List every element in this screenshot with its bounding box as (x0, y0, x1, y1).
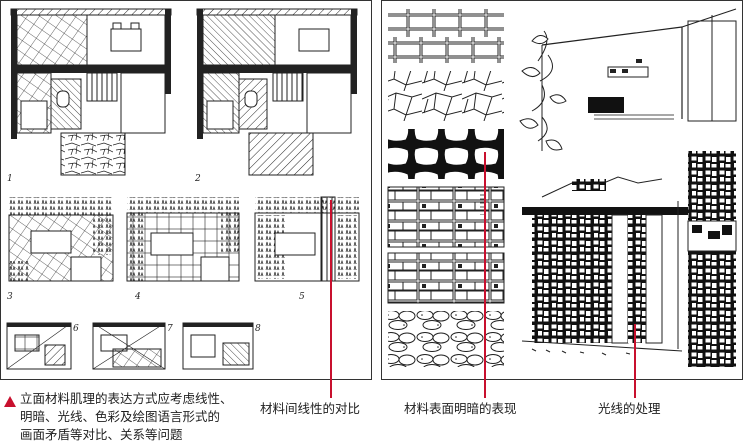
plan-4: 4 (126, 197, 240, 302)
plan-label: 5 (299, 292, 305, 302)
plan-label: 6 (73, 324, 79, 334)
caption-surface-shading: 材料表面明暗的表现 (404, 401, 517, 416)
plan-label: 1 (7, 174, 13, 184)
plan-label: 2 (194, 174, 201, 184)
main-caption-line: 立面材料肌理的表达方式应考虑线性、 (20, 391, 233, 406)
texture-coursed-stone (387, 252, 505, 304)
plan-1: 1 (7, 8, 172, 184)
floor-plan-drawings: 1 2 3 (6, 8, 360, 370)
red-triangle-icon (4, 396, 16, 407)
material-texture-drawings (387, 8, 737, 367)
leader-line-surface-shading (484, 152, 486, 398)
texture-ashlar (387, 186, 505, 248)
plans-panel: 1 2 3 (0, 0, 372, 380)
texture-mosaic-column (687, 151, 737, 367)
main-caption-line: 明暗、光线、色彩及绘图语言形式的 (20, 409, 221, 424)
plan-7: 7 (92, 322, 173, 370)
plan-5: 5 (254, 196, 360, 302)
texture-cobblestone (388, 129, 504, 179)
plan-label: 7 (167, 324, 173, 334)
plan-3: 3 (7, 197, 114, 302)
caption-light-treatment: 光线的处理 (598, 401, 661, 416)
plan-label: 8 (255, 324, 261, 334)
caption-line-contrast: 材料间线性的对比 (260, 401, 361, 416)
main-caption-line: 画面矛盾等对比、关系等问题 (20, 427, 183, 442)
texture-rubble (388, 311, 504, 367)
main-caption: 立面材料肌理的表达方式应考虑线性、 明暗、光线、色彩及绘图语言形式的 画面矛盾等… (20, 390, 233, 444)
plan-label: 3 (7, 292, 13, 302)
textures-panel (381, 0, 743, 380)
plan-8: 8 (182, 322, 261, 370)
interior-sketch-plant (519, 8, 737, 151)
plan-label: 4 (134, 292, 141, 302)
texture-brick (388, 9, 504, 63)
plan-2: 2 (194, 8, 358, 184)
texture-flagstone (388, 71, 504, 121)
leader-line-line-contrast (330, 200, 332, 398)
interior-sketch-mosaic-wall (521, 176, 688, 356)
plan-6: 6 (6, 322, 79, 370)
leader-line-light-treatment (634, 324, 636, 398)
